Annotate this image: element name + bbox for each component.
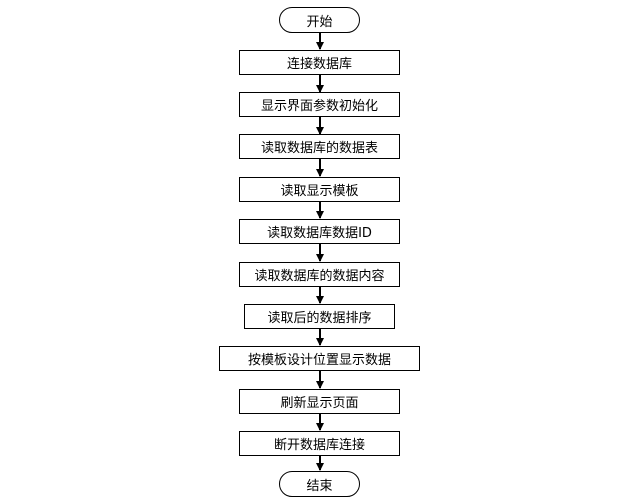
step-read-data-id: 读取数据库数据ID — [239, 219, 400, 244]
step-label: 读取数据库的数据表 — [260, 141, 378, 156]
step-display-by-template: 按模板设计位置显示数据 — [219, 346, 420, 371]
step-label: 读取后的数据排序 — [267, 311, 372, 326]
start-terminal: 开始 — [279, 7, 360, 33]
step-read-data-table: 读取数据库的数据表 — [239, 134, 400, 159]
step-label: 按模板设计位置显示数据 — [247, 353, 391, 368]
step-label: 刷新显示页面 — [280, 396, 359, 411]
step-label: 连接数据库 — [286, 57, 352, 72]
start-label: 开始 — [306, 14, 333, 30]
end-terminal: 结束 — [279, 471, 360, 497]
step-init-display-params: 显示界面参数初始化 — [239, 92, 400, 117]
step-read-display-template: 读取显示模板 — [239, 177, 400, 202]
step-label: 读取显示模板 — [280, 184, 359, 199]
step-disconnect-database: 断开数据库连接 — [239, 431, 400, 456]
step-connect-database: 连接数据库 — [239, 50, 400, 75]
step-sort-data: 读取后的数据排序 — [244, 304, 395, 329]
step-label: 读取数据库的数据内容 — [254, 269, 385, 284]
step-label: 显示界面参数初始化 — [260, 99, 378, 114]
step-refresh-page: 刷新显示页面 — [239, 389, 400, 414]
step-label: 断开数据库连接 — [273, 438, 365, 453]
step-read-data-content: 读取数据库的数据内容 — [239, 262, 400, 287]
step-label: 读取数据库数据ID — [267, 226, 372, 241]
end-label: 结束 — [306, 478, 333, 494]
